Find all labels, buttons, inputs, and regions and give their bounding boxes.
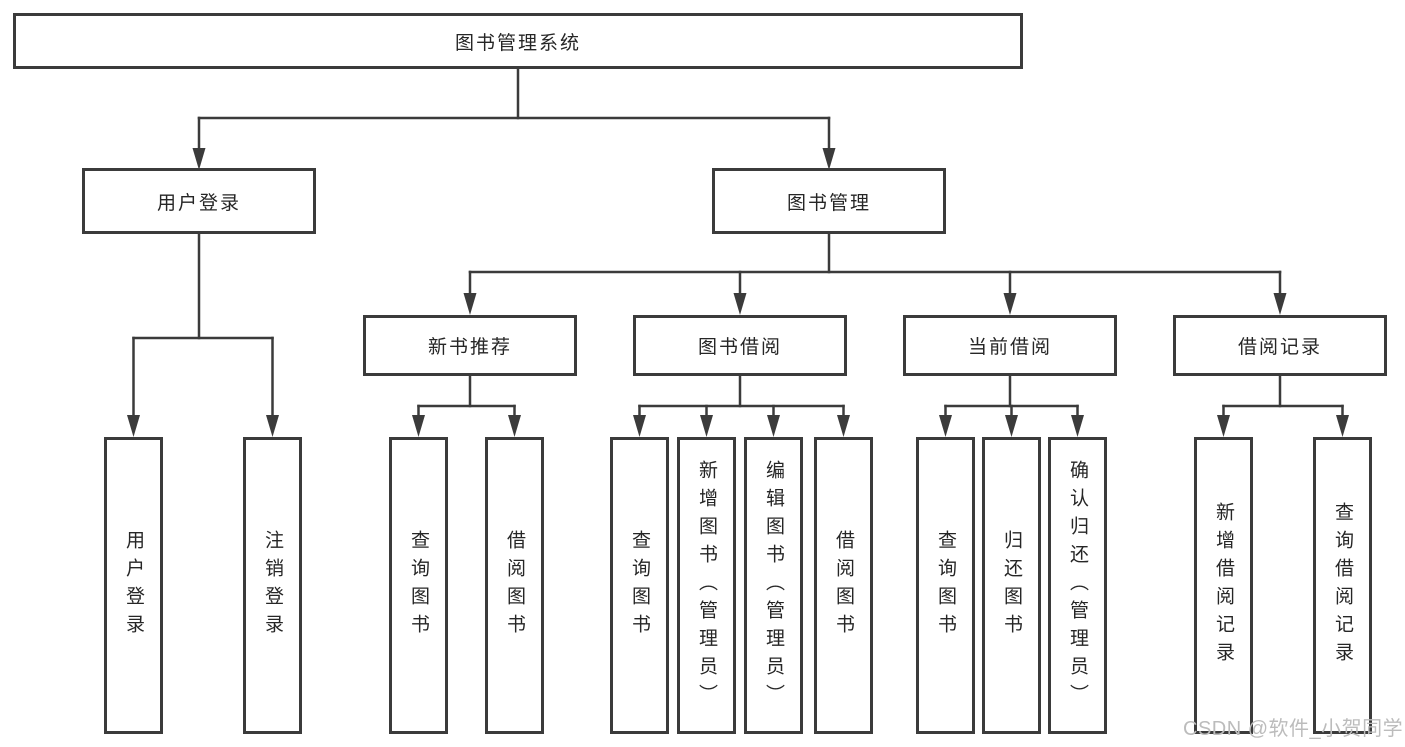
node-label: 确认归还（管理员）: [1067, 459, 1088, 712]
node-label: 归还图书: [1001, 529, 1022, 642]
node-borrow-records: 借阅记录: [1173, 315, 1387, 376]
node-label: 注销登录: [262, 529, 283, 642]
leaf-borrow-books: 借阅图书: [814, 437, 873, 734]
node-label: 用户登录: [156, 192, 241, 214]
node-label: 查询图书: [408, 529, 429, 642]
node-book-borrow: 图书借阅: [633, 315, 847, 376]
node-label: 图书管理系统: [454, 32, 581, 54]
leaf-return-books: 归还图书: [982, 437, 1041, 734]
leaf-query-books-recommend: 查询图书: [389, 437, 448, 734]
node-label: 新增借阅记录: [1213, 501, 1234, 670]
leaf-query-books-borrow: 查询图书: [610, 437, 669, 734]
node-label: 新增图书（管理员）: [696, 459, 717, 712]
leaf-confirm-return-admin: 确认归还（管理员）: [1048, 437, 1107, 734]
leaf-query-books-current: 查询图书: [916, 437, 975, 734]
node-new-book-recommend: 新书推荐: [363, 315, 577, 376]
node-label: 当前借阅: [967, 337, 1052, 358]
node-label: 借阅图书: [833, 529, 854, 642]
csdn-watermark: CSDN @软件_小贺同学: [1183, 718, 1404, 740]
node-label: 图书管理: [786, 192, 871, 214]
leaf-edit-books-admin: 编辑图书（管理员）: [744, 437, 803, 734]
node-label: 图书借阅: [697, 337, 782, 358]
node-current-borrow: 当前借阅: [903, 315, 1117, 376]
node-label: 查询借阅记录: [1332, 501, 1353, 670]
node-label: 查询图书: [629, 529, 650, 642]
node-label: 查询图书: [935, 529, 956, 642]
node-label: 借阅图书: [504, 529, 525, 642]
leaf-user-login: 用户登录: [104, 437, 163, 734]
leaf-borrow-books-recommend: 借阅图书: [485, 437, 544, 734]
leaf-add-borrow-record: 新增借阅记录: [1194, 437, 1253, 734]
node-label: 新书推荐: [427, 337, 512, 358]
leaf-logout: 注销登录: [243, 437, 302, 734]
leaf-add-books-admin: 新增图书（管理员）: [677, 437, 736, 734]
node-label: 用户登录: [123, 529, 144, 642]
node-library-management-system: 图书管理系统: [13, 13, 1023, 69]
leaf-query-borrow-record: 查询借阅记录: [1313, 437, 1372, 734]
node-book-management: 图书管理: [712, 168, 946, 234]
node-label: 编辑图书（管理员）: [763, 459, 784, 712]
node-user-login: 用户登录: [82, 168, 316, 234]
node-label: 借阅记录: [1237, 337, 1322, 358]
